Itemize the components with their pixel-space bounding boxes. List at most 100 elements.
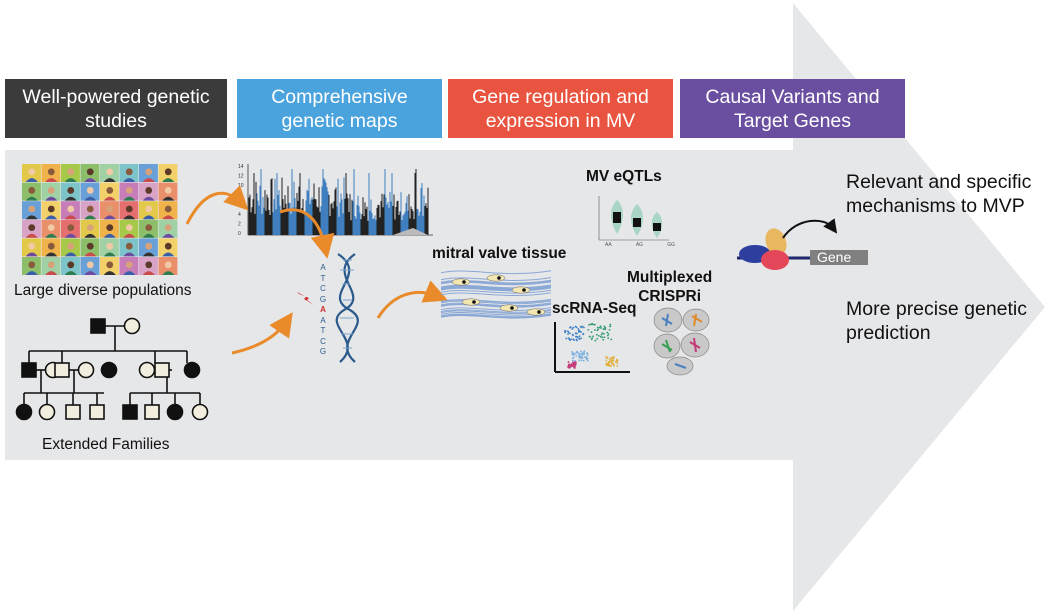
umap-point (571, 357, 574, 360)
scrna-umap-plot (554, 322, 630, 373)
umap-point (587, 329, 590, 331)
umap-point (573, 366, 576, 369)
person-tile (119, 257, 139, 275)
tissue-fiber (441, 289, 551, 294)
header-comprehensive-maps: Comprehensive genetic maps (237, 79, 442, 138)
tissue-illustration (441, 270, 551, 319)
umap-point (608, 358, 611, 361)
umap-point (607, 337, 610, 340)
person-tile (158, 164, 178, 182)
tissue-fiber (441, 302, 551, 307)
umap-point (580, 337, 583, 340)
eqtl-violin-plot (598, 196, 669, 241)
population-mosaic (22, 164, 178, 275)
label-mv-eqtls: MV eQTLs (586, 168, 662, 185)
umap-point (572, 326, 575, 329)
umap-point (605, 362, 608, 365)
crispri-cells (653, 307, 710, 376)
umap-point (591, 322, 594, 325)
dna-base: C (320, 336, 326, 346)
umap-point (613, 364, 616, 367)
umap-point (568, 366, 571, 369)
cell-nucleus (510, 306, 514, 310)
umap-point (596, 326, 599, 329)
umap-point (615, 360, 618, 363)
person-tile (100, 182, 119, 201)
umap-point (609, 325, 611, 328)
umap-point (577, 327, 580, 330)
person-tile (41, 182, 61, 201)
umap-point (583, 350, 586, 352)
cell-nucleus (462, 280, 466, 284)
umap-point (601, 332, 604, 335)
umap-point (577, 331, 580, 333)
umap-point (572, 338, 575, 341)
umap-point (578, 354, 581, 356)
tissue-fiber (441, 314, 551, 319)
gene-transcription-illustration (737, 218, 868, 270)
umap-point (587, 359, 589, 362)
person-tile (22, 257, 41, 275)
tissue-fiber (441, 270, 551, 275)
umap-point (575, 326, 578, 329)
umap-point (580, 350, 582, 353)
cell-nucleus (497, 276, 501, 280)
person-tile (139, 257, 158, 275)
umap-point (578, 335, 581, 338)
umap-point (603, 332, 605, 335)
mutation-bolt-icon (297, 292, 314, 305)
umap-point (581, 356, 584, 359)
umap-point (606, 357, 609, 360)
person-tile (119, 201, 139, 220)
person-tile (61, 201, 80, 220)
umap-point (582, 332, 585, 335)
umap-point (606, 334, 609, 337)
umap-point (589, 323, 592, 326)
umap-point (610, 338, 613, 341)
umap-point (572, 361, 575, 364)
umap-point (569, 326, 572, 328)
umap-point (581, 325, 584, 328)
person-tile (158, 257, 178, 275)
umap-point (582, 326, 585, 329)
umap-point (581, 352, 583, 355)
eqtl-x-tick: AA (605, 242, 612, 248)
tissue-fiber (441, 313, 551, 318)
person-tile (41, 238, 61, 257)
tissue-cell (486, 274, 506, 282)
label-mitral-tissue: mitral valve tissue (432, 245, 567, 262)
umap-point (616, 365, 619, 367)
umap-point (595, 333, 598, 336)
person-tile (41, 164, 61, 182)
cell-nucleus (472, 300, 476, 304)
umap-point (589, 335, 591, 338)
person-tile (80, 238, 100, 257)
umap-point (564, 331, 567, 334)
umap-point (607, 364, 610, 367)
person-tile (22, 219, 41, 238)
umap-point (577, 356, 580, 358)
person-tile (80, 257, 100, 275)
umap-point (607, 333, 610, 335)
dna-base: G (319, 347, 327, 356)
umap-point (571, 333, 574, 336)
person-tile (80, 164, 100, 182)
umap-point (602, 338, 605, 341)
person-tile (119, 164, 139, 182)
tissue-fiber (441, 285, 551, 290)
umap-point (579, 356, 582, 359)
umap-point (575, 354, 578, 357)
umap-point (574, 352, 576, 355)
umap-point (600, 333, 603, 336)
gene-label: Gene (817, 249, 852, 265)
umap-point (582, 353, 585, 356)
dna-base: G (319, 294, 327, 304)
person-tile (22, 164, 41, 182)
tissue-fiber (441, 287, 551, 292)
umap-point (593, 329, 596, 331)
umap-point (586, 354, 589, 356)
outcome-mechanisms: Relevant and specific mechanisms to MVP (846, 171, 1032, 217)
